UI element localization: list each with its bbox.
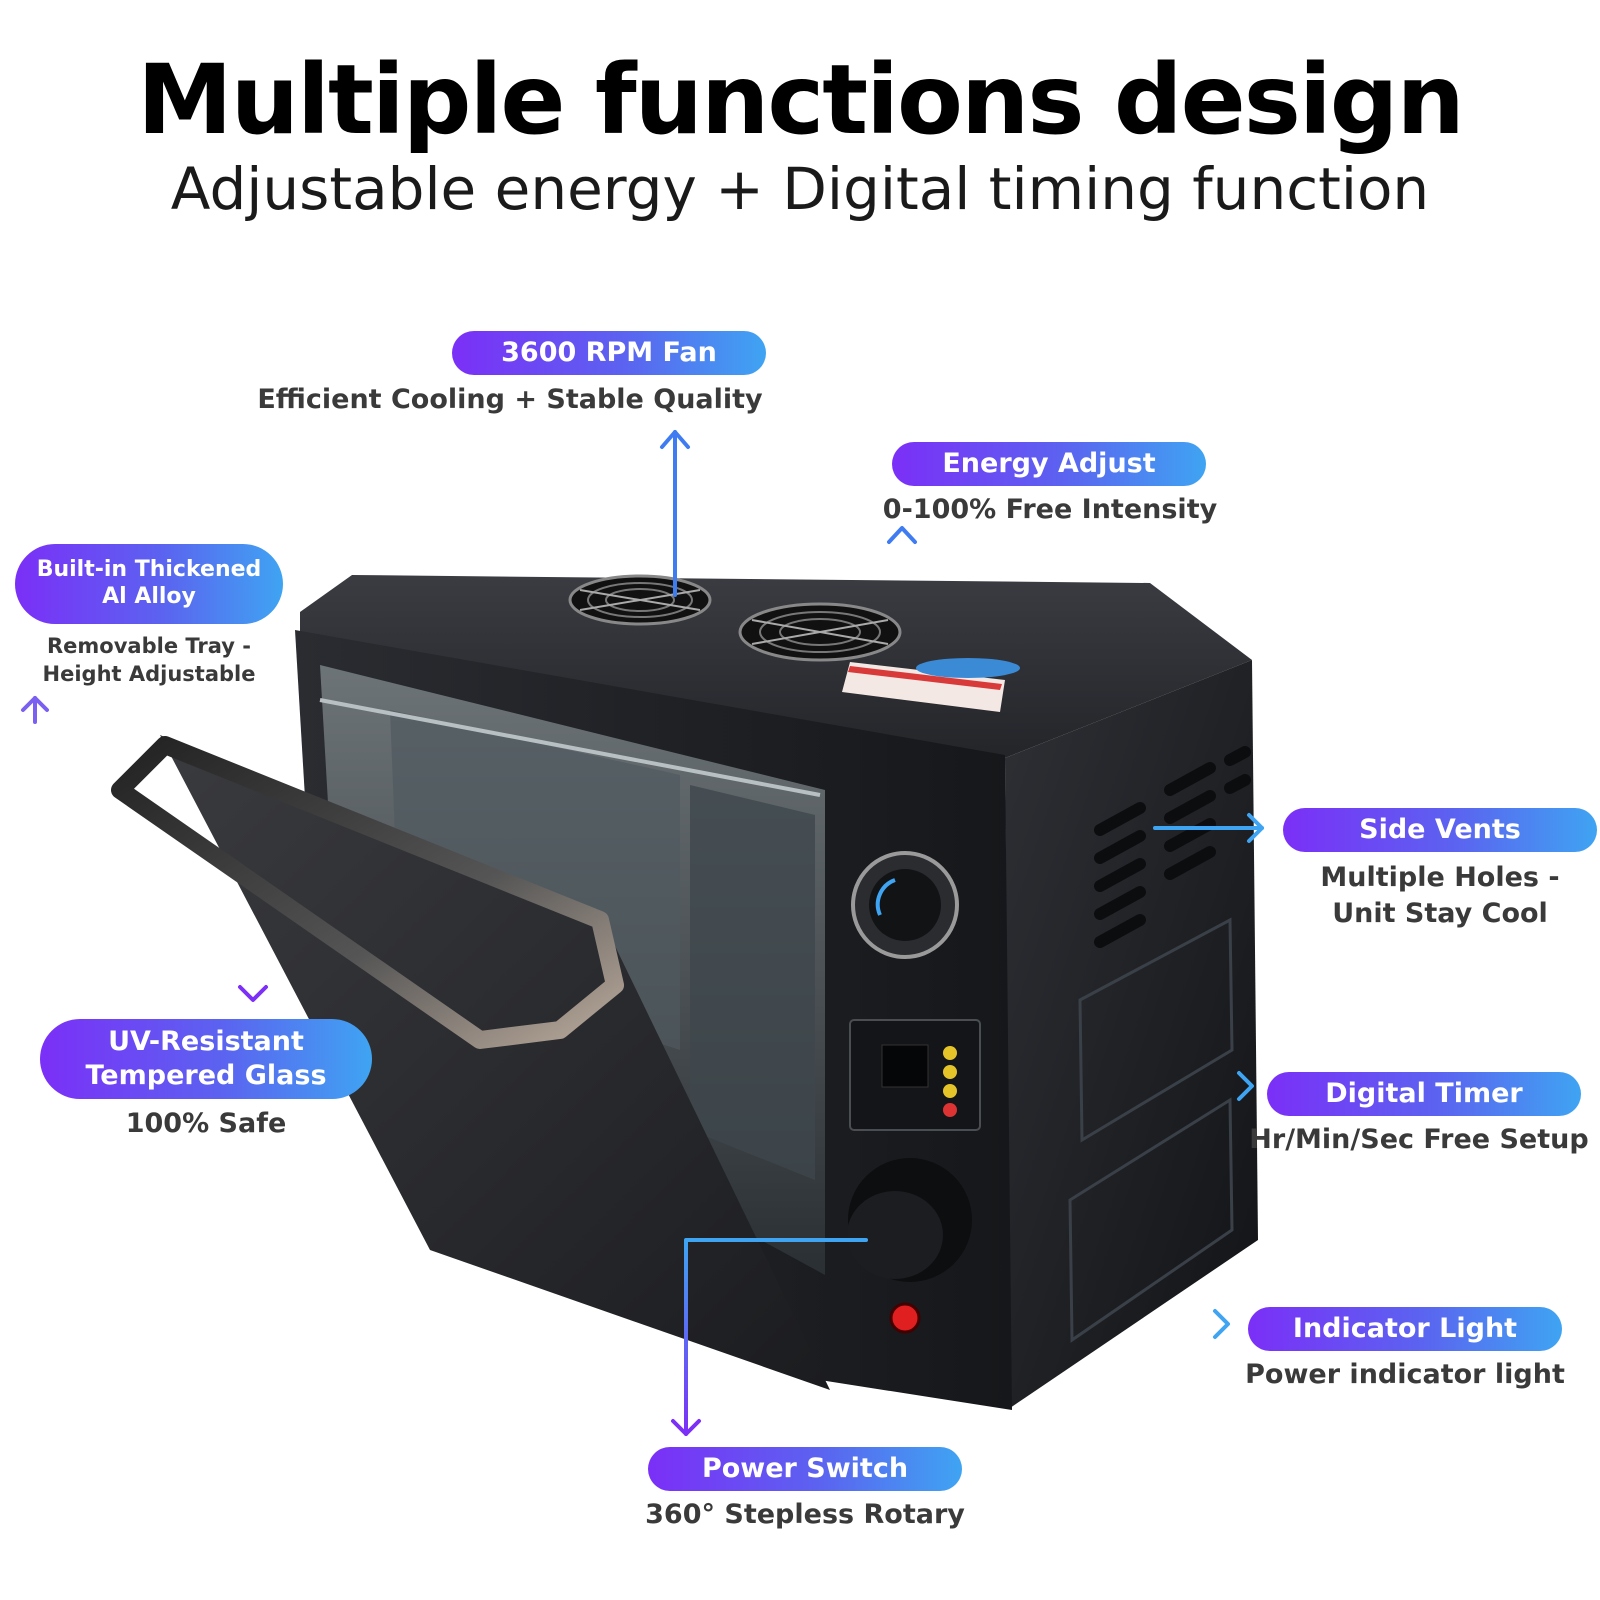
indicator-feature-pill: Indicator Light xyxy=(1248,1307,1562,1351)
glass-feature-pill: UV-Resistant Tempered Glass xyxy=(40,1019,372,1099)
power-feature-desc: 360° Stepless Rotary xyxy=(645,1499,965,1530)
tray-label-line2: Al Alloy xyxy=(102,584,196,609)
indicator-light-icon xyxy=(889,1302,921,1334)
oven-top xyxy=(300,575,1252,758)
fan-icon xyxy=(738,602,902,662)
door-glass xyxy=(160,735,830,1390)
energy-feature-pill: Energy Adjust xyxy=(892,442,1206,486)
tray-desc-line1: Removable Tray - xyxy=(47,634,251,658)
door-handle xyxy=(111,736,624,1049)
tray-feature-pill: Built-in Thickened Al Alloy xyxy=(15,544,283,624)
timer-feature-desc: Hr/Min/Sec Free Setup xyxy=(1249,1124,1589,1155)
energy-knob-icon xyxy=(851,851,959,959)
vents-desc-line1: Multiple Holes - xyxy=(1320,862,1560,893)
vents-feature-desc: Multiple Holes - Unit Stay Cool xyxy=(1283,860,1597,932)
fan-icon xyxy=(568,574,712,626)
energy-feature-desc: 0-100% Free Intensity xyxy=(882,494,1218,525)
indicator-feature-desc: Power indicator light xyxy=(1245,1359,1565,1390)
timer-feature-pill: Digital Timer xyxy=(1267,1072,1581,1116)
oven-side xyxy=(1005,660,1258,1408)
timer-panel-icon xyxy=(849,1019,981,1131)
power-feature-pill: Power Switch xyxy=(648,1447,962,1491)
fan-feature-desc: Efficient Cooling + Stable Quality xyxy=(257,384,763,415)
tray-feature-desc: Removable Tray - Height Adjustable xyxy=(15,632,283,688)
glass-label-line1: UV-Resistant xyxy=(108,1026,304,1057)
tray-desc-line2: Height Adjustable xyxy=(42,662,256,686)
glass-label-line2: Tempered Glass xyxy=(85,1060,327,1091)
power-knob-icon xyxy=(847,1158,972,1282)
fan-feature-pill: 3600 RPM Fan xyxy=(452,331,766,375)
vents-feature-pill: Side Vents xyxy=(1283,808,1597,852)
tray-label-line1: Built-in Thickened xyxy=(36,557,262,582)
vents-desc-line2: Unit Stay Cool xyxy=(1332,898,1548,929)
page-title: Multiple functions design xyxy=(137,44,1465,156)
glass-feature-desc: 100% Safe xyxy=(125,1108,287,1139)
side-vents-icon xyxy=(1094,746,1251,948)
page-subtitle: Adjustable energy + Digital timing funct… xyxy=(170,155,1430,223)
